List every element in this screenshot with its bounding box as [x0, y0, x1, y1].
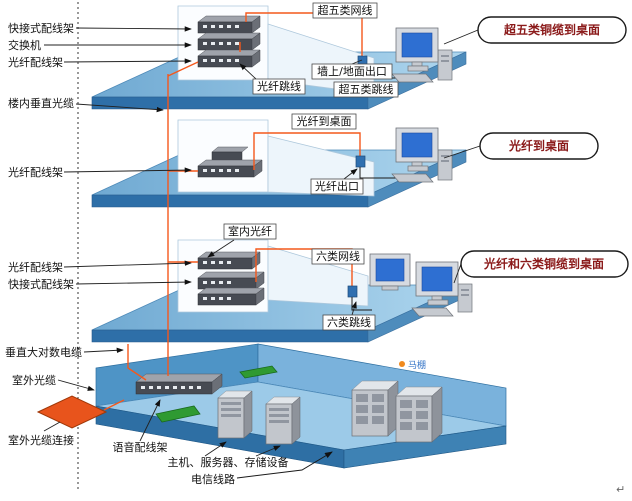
label-telecom-line: 电信线路 [191, 472, 235, 486]
svg-text:光纤跳线: 光纤跳线 [257, 79, 301, 93]
svg-text:超五类跳线: 超五类跳线 [339, 82, 394, 96]
callout-cat5e-to-desktop: 超五类铜缆到桌面 [477, 16, 627, 44]
basement-room-group [36, 343, 507, 479]
floor3-group [91, 239, 473, 343]
outdoor-fiber-connection-diamond [36, 395, 108, 429]
leader-lines [43, 26, 481, 457]
label-servers: 主机、服务器、存储设备 [168, 455, 289, 469]
label-switch-f1: 交换机 [8, 38, 41, 52]
fiber-outlet-f2 [355, 155, 366, 168]
svg-text:墙上/地面出口: 墙上/地面出口 [317, 64, 387, 78]
svg-text:六类网线: 六类网线 [316, 249, 360, 263]
green-distribution-panel-2 [239, 365, 278, 379]
voice-patch-panel [135, 373, 223, 395]
return-mark: ↵ [616, 483, 625, 496]
fiber-jumper-to-pc [359, 167, 396, 179]
svg-text:室内光纤: 室内光纤 [228, 224, 272, 238]
floor3-patch-panels [197, 251, 265, 306]
label-voice-panel: 语音配线架 [113, 440, 168, 454]
label-cat5e-jumper: 超五类跳线 [333, 81, 399, 98]
label-fiber-outlet: 光纤出口 [310, 178, 364, 195]
label-fiber-panel-f2: 光纤配线架 [8, 165, 63, 179]
callout-fiber-to-desktop: 光纤到桌面 [479, 132, 599, 160]
outdoor-fiber-cable [103, 399, 125, 411]
label-fiber-jumper: 光纤跳线 [252, 78, 306, 95]
svg-text:超五类网线: 超五类网线 [318, 3, 373, 17]
svg-text:光纤到桌面: 光纤到桌面 [297, 114, 352, 128]
svg-text:光纤到桌面: 光纤到桌面 [508, 138, 569, 153]
label-building-vertical-fiber: 楼内垂直光缆 [8, 96, 74, 110]
label-cat6-cable: 六类网线 [311, 248, 365, 265]
watermark: 马棚 [399, 359, 426, 371]
label-quick-panel-f3: 快接式配线架 [8, 277, 74, 291]
label-quick-panel-f1: 快接式配线架 [8, 21, 74, 35]
label-outdoor-fiber: 室外光缆 [12, 373, 56, 387]
label-indoor-fiber: 室内光纤 [223, 223, 277, 240]
floor1-patch-panel-and-switch [197, 15, 261, 68]
label-fiber-to-desktop: 光纤到桌面 [291, 113, 357, 130]
svg-text:六类跳线: 六类跳线 [327, 315, 371, 329]
label-fiber-panel-f3: 光纤配线架 [8, 260, 63, 274]
label-fiber-panel-f1: 光纤配线架 [8, 55, 63, 69]
label-wall-outlet: 墙上/地面出口 [311, 63, 393, 80]
label-cat6-jumper: 六类跳线 [322, 314, 376, 331]
svg-text:超五类铜缆到桌面: 超五类铜缆到桌面 [503, 22, 600, 37]
telecom-line-cable [236, 451, 333, 479]
svg-text:马棚: 马棚 [408, 359, 426, 371]
fiber-horizontal-cable [253, 132, 361, 170]
green-distribution-panel-1 [155, 405, 201, 423]
wall-outlet-f3 [347, 285, 358, 298]
cat5e-horizontal-cable [245, 12, 363, 56]
label-cat5e-cable: 超五类网线 [312, 2, 378, 19]
floor2-desktop-computer [391, 127, 453, 183]
vertical-copper-cable [127, 344, 147, 381]
storage-cabinets [351, 380, 443, 443]
floor2-group [91, 119, 467, 208]
floor1-desktop-computer [391, 27, 453, 83]
label-outdoor-fiber-connection: 室外光缆连接 [8, 433, 74, 447]
watermark-icon [399, 361, 405, 367]
floor2-fiber-patch-panel [197, 146, 263, 178]
cat6-horizontal-cable [255, 248, 353, 286]
floor3-desktop-computers [369, 253, 473, 317]
riser-stub-f1 [167, 61, 199, 77]
svg-text:光纤和六类铜缆到桌面: 光纤和六类铜缆到桌面 [483, 256, 604, 271]
server-towers [217, 390, 301, 445]
svg-text:光纤出口: 光纤出口 [315, 179, 359, 193]
label-vertical-copper: 垂直大对数电缆 [5, 345, 82, 359]
callout-fiber-and-cat6-to-desktop: 光纤和六类铜缆到桌面 [460, 250, 629, 278]
